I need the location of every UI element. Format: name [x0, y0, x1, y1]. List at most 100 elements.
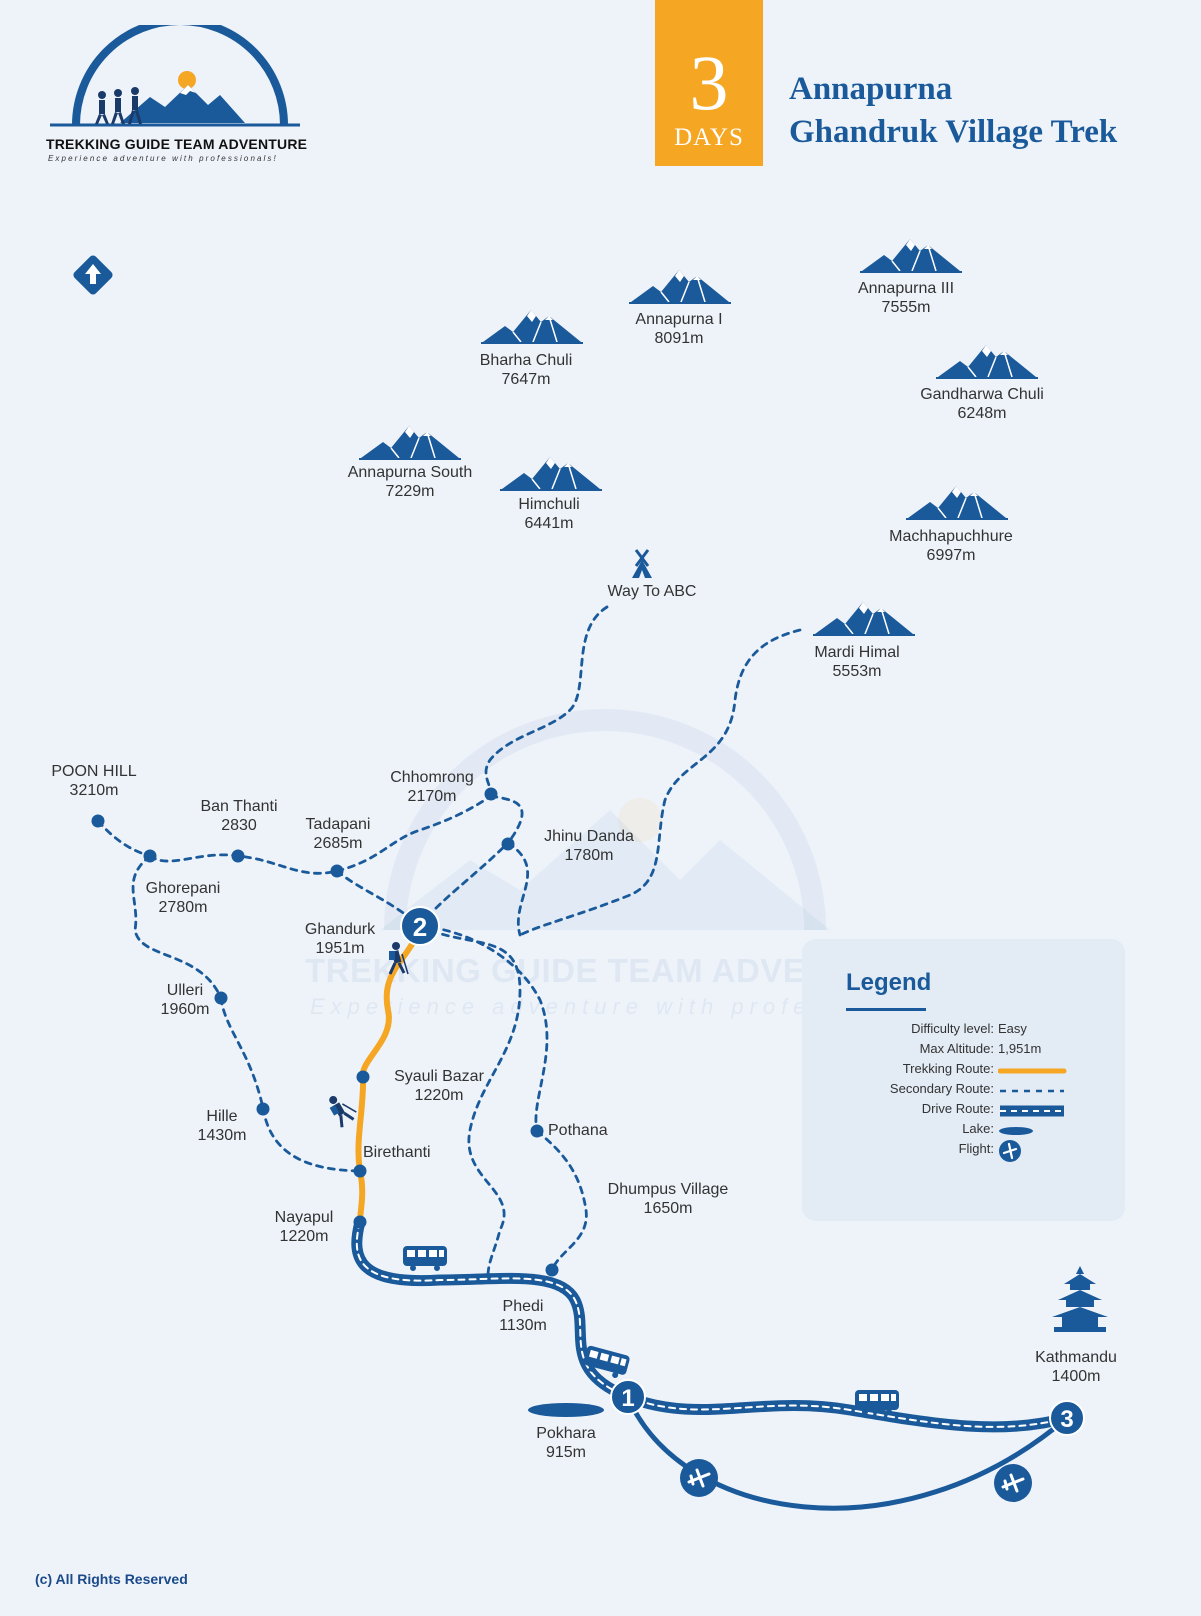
- legend-difficulty-value: Easy: [998, 1021, 1027, 1036]
- dot-syauli-bazar: [356, 1070, 370, 1084]
- hiker-icon: [388, 942, 409, 975]
- hiker-icon: [329, 1096, 357, 1128]
- dot-chhomrong: [484, 787, 498, 801]
- dot-ulleri: [214, 991, 228, 1005]
- mountain-icon-bharha-chuli: [480, 309, 584, 344]
- bus-icon: [403, 1246, 447, 1271]
- legend-title: Legend: [846, 969, 932, 996]
- mountain-icon-gandharwa-chuli: [935, 344, 1039, 379]
- legend-flight-label: Flight:: [958, 1141, 994, 1156]
- mountain-icon-annapurna-iii: [859, 238, 963, 273]
- days-badge: 3 DAYS: [655, 0, 763, 166]
- way-to-abc-label: Way To ABC: [607, 583, 697, 600]
- legend-lake-label: Lake:: [962, 1121, 994, 1136]
- legend-trekking-route-label: Trekking Route:: [902, 1061, 994, 1076]
- svg-text:2: 2: [413, 912, 427, 942]
- airplane-icon: [680, 1459, 718, 1497]
- route-poonhill-ghorepani: [96, 819, 152, 858]
- dot-ghorepani: [143, 849, 157, 863]
- legend-difficulty-label: Difficulty level:: [911, 1021, 994, 1036]
- day-marker-2: 2: [400, 906, 440, 946]
- legend-lake-swatch: [999, 1127, 1033, 1135]
- mountain-icon-annapurna-i: [628, 269, 732, 304]
- place-label-pothana: Pothana: [548, 1122, 608, 1139]
- dot-nayapul: [353, 1215, 367, 1229]
- temple-icon-kathmandu: [1052, 1266, 1108, 1332]
- logo-title: TREKKING GUIDE TEAM ADVENTURE: [46, 136, 308, 152]
- dot-birethanti: [353, 1164, 367, 1178]
- route-hille-birethanti: [261, 1106, 362, 1173]
- dot-pothana: [530, 1124, 544, 1138]
- logo-tagline: Experience adventure with professionals!: [48, 154, 278, 163]
- trek-title: Annapurna Ghandruk Village Trek: [789, 68, 1117, 154]
- bus-icon: [583, 1345, 630, 1379]
- mountain-icon-mardi-himal: [812, 601, 916, 636]
- trek-title-line1: Annapurna: [789, 71, 953, 107]
- legend-panel: Legend Difficulty level: Easy Max Altitu…: [802, 939, 1125, 1221]
- copyright-text: (c) All Rights Reserved: [35, 1571, 188, 1587]
- route-ghandruk-phedi-loop: [418, 924, 522, 1278]
- company-logo-icon: [50, 25, 300, 127]
- north-arrow-icon: [73, 255, 113, 295]
- route-ulleri-hille: [219, 996, 265, 1110]
- route-chhomrong-jhinu: [489, 794, 524, 845]
- legend-secondary-route-label: Secondary Route:: [889, 1081, 994, 1096]
- flight-route: [625, 1396, 1069, 1511]
- legend-drive-route-label: Drive Route:: [921, 1101, 994, 1116]
- trek-title-line2: Ghandruk Village Trek: [789, 114, 1118, 150]
- legend-flight-icon: [999, 1140, 1021, 1162]
- airplane-icon: [994, 1464, 1032, 1502]
- dot-ban-thanti: [231, 849, 245, 863]
- dot-poon-hill: [91, 814, 105, 828]
- dot-dhumpus: [545, 1263, 559, 1277]
- route-way-to-abc: [484, 605, 609, 798]
- legend-max-altitude-value: 1,951m: [998, 1041, 1042, 1056]
- bus-icon: [855, 1390, 899, 1415]
- svg-text:1: 1: [621, 1385, 634, 1412]
- legend-max-altitude-label: Max Altitude:: [919, 1041, 994, 1056]
- legend-secondary-route-swatch: [1000, 1089, 1064, 1093]
- legend-underline: [846, 1008, 926, 1011]
- route-pothana-dhumpus: [535, 1129, 588, 1272]
- place-label-birethanti: Birethanti: [363, 1144, 431, 1161]
- mountain-icon-annapurna-south: [358, 425, 462, 460]
- legend-drive-route-swatch: [1000, 1105, 1064, 1117]
- lake-icon-pokhara: [528, 1403, 604, 1417]
- tent-icon: [632, 549, 652, 578]
- days-number: 3: [689, 39, 729, 126]
- route-tadapani-chhomrong: [335, 794, 493, 873]
- route-ghorepani-ulleri: [131, 854, 223, 1000]
- days-unit: DAYS: [674, 124, 744, 151]
- dot-hille: [256, 1102, 270, 1116]
- mountain-icon-machhapuchhure: [905, 485, 1009, 520]
- svg-text:3: 3: [1060, 1406, 1073, 1433]
- dot-tadapani: [330, 864, 344, 878]
- day-marker-3: 3: [1049, 1400, 1085, 1436]
